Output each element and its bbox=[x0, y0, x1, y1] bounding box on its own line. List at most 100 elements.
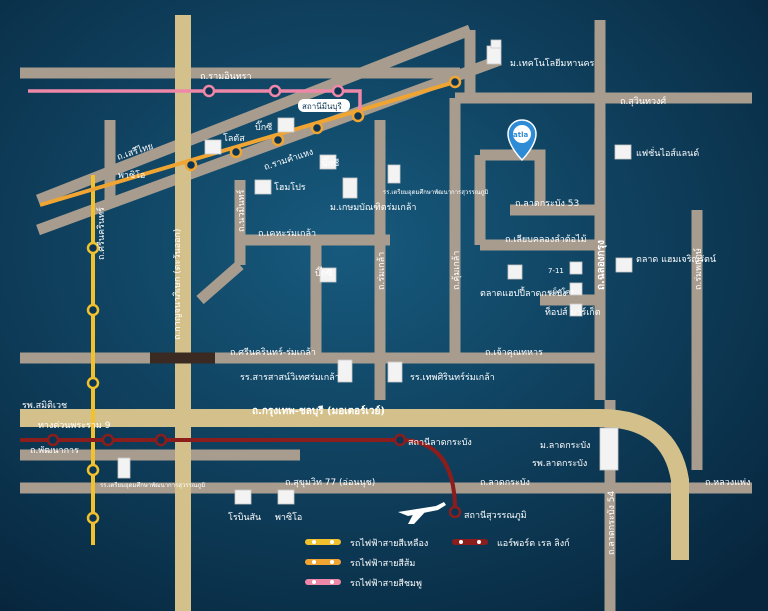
airport-station bbox=[101, 433, 115, 447]
building-icon bbox=[615, 257, 633, 273]
legend-yellow-label: รถไฟฟ้าสายสีเหลือง bbox=[350, 538, 428, 549]
label-fashion: แฟชั่นไอส์แลนด์ bbox=[636, 146, 699, 159]
legend-airport-label: แอร์พอร์ต เรล ลิงก์ bbox=[497, 537, 570, 549]
legend-yellow: รถไฟฟ้าสายสีเหลือง bbox=[305, 538, 428, 549]
yellow-station bbox=[86, 376, 100, 390]
landmark-labels: ม.เทคโนโลยีมหานคร สถานีมีนบุรี โลตัส บิ๊… bbox=[22, 58, 716, 523]
label-srinakarin-romklao: ถ.ศรีนครินทร์-ร่มเกล้า bbox=[230, 346, 316, 358]
label-makro: แม็คโคร bbox=[548, 287, 574, 296]
orange-station bbox=[448, 75, 462, 89]
label-paseo-top: พาซิโอ bbox=[118, 170, 145, 181]
label-robinson: โรบินสัน bbox=[228, 512, 261, 523]
building-icon bbox=[507, 264, 523, 280]
label-kheha-romklao: ถ.เคหะร่มเกล้า bbox=[258, 228, 316, 239]
label-romphruek: ถ.ร่มพฤกษ์ bbox=[692, 248, 704, 290]
yellow-station bbox=[86, 463, 100, 477]
min-buri-station-badge bbox=[298, 99, 350, 112]
label-nawamin: ถ.นวมินทร์ bbox=[235, 189, 247, 232]
label-kasem-bundit: ม.เกษมบัณฑิตร่มเกล้า bbox=[330, 202, 416, 213]
building-icon bbox=[614, 144, 632, 160]
label-srinakarin: ถ.ศรีนครินทร์ bbox=[95, 207, 107, 260]
label-khu-klao: ถ.คุ้มเกล้า bbox=[451, 251, 462, 290]
pink-station bbox=[331, 84, 345, 98]
label-lat-krabang: ถ.ลาดกระบัง bbox=[480, 478, 530, 488]
label-bigc-2: บิ๊กซี bbox=[322, 156, 339, 169]
yellow-station bbox=[86, 511, 100, 525]
label-motorway: ถ.กรุงเทพ-ชลบุรี (มอเตอร์เวย์) bbox=[252, 405, 385, 417]
label-phatthanakan: ถ.พัฒนาการ bbox=[30, 446, 79, 456]
label-thepsirin-school: รร.เทพศิรินทร์ร่มเกล้า bbox=[410, 371, 495, 383]
road-nawamin-curve bbox=[196, 260, 244, 305]
label-paseo: พาซิโอ bbox=[275, 512, 302, 523]
legend-pink: รถไฟฟ้าสายสีชมพู bbox=[305, 578, 422, 589]
airport-station bbox=[154, 433, 168, 447]
lat-krabang-station bbox=[393, 433, 407, 447]
label-bigc-3: บิ๊กซี bbox=[315, 266, 332, 279]
label-sarasas-school: รร.สารสาสน์วิเทศร่มเกล้า bbox=[240, 371, 340, 383]
label-lat-krabang-53: ถ.ลาดกระบัง 53 bbox=[515, 199, 579, 209]
project-pin-icon bbox=[507, 119, 537, 162]
building-icon bbox=[486, 39, 502, 65]
legend-pink-label: รถไฟฟ้าสายสีชมพู bbox=[350, 578, 422, 589]
suvarnabhumi-station bbox=[448, 505, 462, 519]
orange-station bbox=[271, 133, 285, 147]
road-network bbox=[20, 20, 752, 611]
orange-station bbox=[310, 121, 324, 135]
orange-line bbox=[39, 80, 456, 207]
pink-station bbox=[202, 84, 216, 98]
label-mahanakorn-univ: ม.เทคโนโลยีมหานคร bbox=[510, 58, 595, 69]
label-chao-khun: ถ.เจ้าคุณทหาร bbox=[485, 347, 543, 358]
building-icon bbox=[569, 261, 583, 275]
label-lat-krabang-54: ถ.ลาดกระบัง 54 bbox=[607, 490, 617, 555]
label-chalong-krung: ถ.ฉลองกรุง bbox=[596, 240, 607, 290]
label-min-buri-station: สถานีมีนบุรี bbox=[302, 102, 343, 111]
label-expressway-rama9: ทางด่วนพระราม 9 bbox=[38, 421, 111, 431]
label-bigc-1: บิ๊กซี bbox=[255, 120, 272, 133]
legend: รถไฟฟ้าสายสีเหลือง รถไฟฟ้าสายสีส้ม รถไฟฟ… bbox=[305, 537, 570, 589]
building-icon bbox=[254, 179, 272, 195]
label-kanchanaphisek: ถ.กาญจนาภิเษก (ตะวันออก) bbox=[172, 229, 183, 340]
label-sukhumvit-77: ถ.สุขุมวิท 77 (อ่อนนุช) bbox=[285, 477, 375, 488]
pink-station bbox=[268, 84, 282, 98]
label-lat-krabang-hospital: รพ.ลาดกระบัง bbox=[532, 459, 587, 469]
building-icon bbox=[277, 117, 295, 133]
label-kmitl: ม.ลาดกระบัง bbox=[540, 441, 590, 451]
label-rom-klao: ถ.ร่มเกล้า bbox=[376, 252, 387, 290]
yellow-station bbox=[86, 303, 100, 317]
label-triam-school-bottom: รร.เตรียมอุดมศึกษาพัฒนาการสุวรรณภูมิ bbox=[100, 481, 205, 489]
building-icon bbox=[569, 303, 583, 317]
orange-station bbox=[351, 109, 365, 123]
label-samitivej: รพ.สมิติเวช bbox=[22, 400, 67, 411]
building-icon bbox=[387, 361, 403, 383]
building-icon bbox=[117, 457, 131, 479]
stations bbox=[46, 75, 462, 525]
road-motorway bbox=[20, 409, 689, 560]
label-ram-inthra: ถ.รามอินทรา bbox=[200, 71, 252, 82]
label-pin-logo: atla bbox=[513, 131, 528, 139]
orange-station bbox=[184, 158, 198, 172]
label-siap-khlong: ถ.เลียบคลองลำต้อไม้ bbox=[505, 234, 587, 245]
airport-station bbox=[46, 433, 60, 447]
airplane-icon bbox=[398, 502, 446, 524]
orange-station bbox=[229, 145, 243, 159]
label-lat-krabang-station: สถานีลาดกระบัง bbox=[408, 437, 472, 448]
road-ramkhamhaeng-diag bbox=[36, 54, 502, 236]
building-icon bbox=[234, 489, 252, 505]
legend-orange: รถไฟฟ้าสายสีส้ม bbox=[305, 558, 415, 569]
building-icon bbox=[387, 164, 401, 184]
label-triam-school-top: รร.เตรียมอุดมศึกษาพัฒนาการสุวรรณภูมิ bbox=[383, 188, 488, 196]
building-icon bbox=[569, 282, 583, 296]
expressways bbox=[20, 15, 689, 611]
label-homepro: โฮมโปร bbox=[274, 182, 306, 193]
building-icon bbox=[342, 177, 358, 199]
legend-orange-label: รถไฟฟ้าสายสีส้ม bbox=[350, 558, 415, 569]
landmark-icons bbox=[117, 39, 633, 505]
building-icon bbox=[319, 154, 337, 170]
label-happy-market: ตลาดแฮปปี้ลาดกระบัง bbox=[480, 286, 567, 299]
road-khlong-song-top bbox=[480, 149, 546, 210]
label-seven-1: 7-11 bbox=[548, 267, 564, 275]
legend-airport: แอร์พอร์ต เรล ลิงก์ bbox=[452, 537, 570, 549]
label-chamcharoen-market: ตลาด แฮมเจริญรัตน์ bbox=[636, 253, 716, 265]
label-tops-market: ท็อปส์ มาร์เก็ต bbox=[545, 305, 601, 318]
